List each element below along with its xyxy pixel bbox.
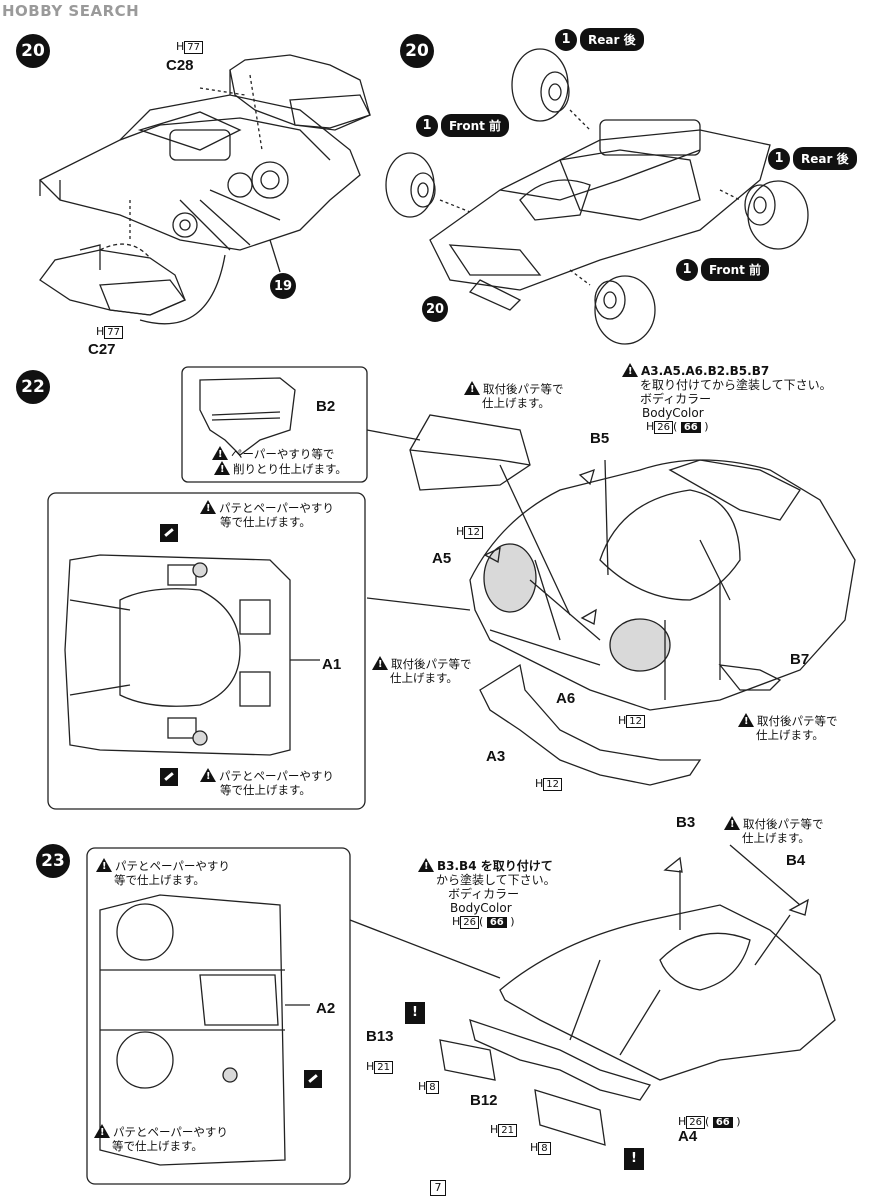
b3-putty-note: 取付後パテ等で 仕上げます。 [724,816,824,845]
part-a4-label: A4 [678,1128,698,1145]
warning-icon [622,363,638,379]
part-a5-label: A5 [432,550,452,567]
sanding-icon [304,1070,322,1088]
step-20-ref-badge: 20 [422,296,448,322]
part-c27-label: C27 [88,341,116,358]
part-a3-label: A3 [486,748,506,765]
part-b4-label: B4 [786,852,806,869]
a2-putty-sanding-note-bottom: パテとペーパーやすり 等で仕上げます。 [94,1124,228,1153]
a2-putty-sanding-note-top: パテとペーパーやすり 等で仕上げます。 [96,858,230,887]
warning-icon [372,656,388,672]
warning-icon [418,858,434,874]
glue-icon: ! [405,1002,425,1024]
part-a2-label: A2 [316,1000,336,1017]
warning-icon [738,713,754,729]
b2-putty-note: 取付後パテ等で 仕上げます。 [464,381,564,410]
warning-icon [94,1124,110,1140]
page-number: 7 [430,1180,446,1196]
part-a1-label: A1 [322,656,342,673]
part-a6-label: A6 [556,690,576,707]
body-paint-note: A3.A5.A6.B2.B5.B7 を取り付けてから塗装して下さい。 ボディカラ… [622,363,832,435]
warning-icon [200,768,216,784]
part-b5-label: B5 [590,430,610,447]
step-20-badge: 20 [16,34,50,68]
a1-putty-sanding-note-top: パテとペーパーやすり 等で仕上げます。 [200,500,334,529]
sanding-icon [160,768,178,786]
warning-icon [212,446,228,462]
b7-putty-note: 取付後パテ等で 仕上げます。 [738,713,838,742]
part-b13-label: B13 [366,1028,394,1045]
part-b3-label: B3 [676,814,696,831]
b3-b4-paint-note: B3.B4 を取り付けて から塗装して下さい。 ボディカラー BodyColor… [418,858,556,930]
part-b2-label: B2 [316,398,336,415]
warning-icon [724,816,740,832]
part-c28-label: C28 [166,57,194,74]
step-22-badge: 22 [16,370,50,404]
part-b7-label: B7 [790,651,810,668]
glue-icon: ! [624,1148,644,1170]
a3-putty-note: 取付後パテ等で 仕上げます。 [372,656,472,685]
step-19-ref-badge: 19 [270,273,296,299]
warning-icon [96,858,112,874]
warning-icon [214,461,230,477]
hobby-search-watermark: HOBBY SEARCH [2,2,140,20]
part-b12-label: B12 [470,1092,498,1109]
b2-sanding-note: ペーパーやすり等で 削りとり仕上げます。 [212,446,347,477]
a1-putty-sanding-note-bottom: パテとペーパーやすり 等で仕上げます。 [200,768,334,797]
step-20-badge-right: 20 [400,34,434,68]
warning-icon [200,500,216,516]
warning-icon [464,381,480,397]
step-23-badge: 23 [36,844,70,878]
sanding-icon [160,524,178,542]
